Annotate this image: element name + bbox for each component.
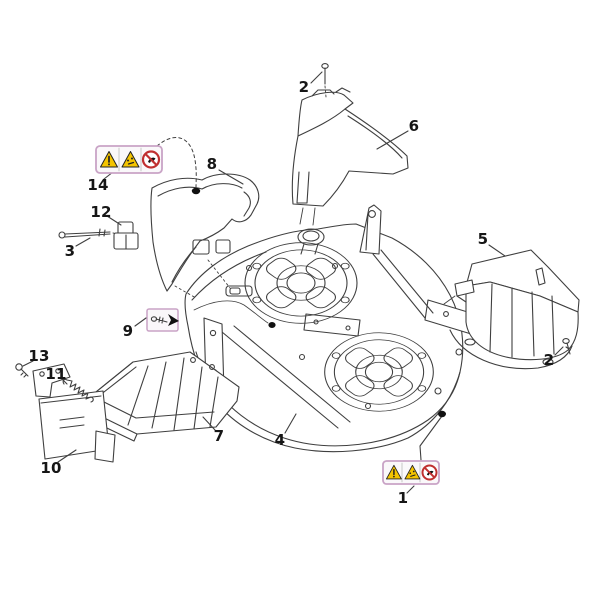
part-13-screw bbox=[15, 363, 29, 378]
callout-12[interactable]: 12 bbox=[90, 203, 112, 221]
do-not-reach-prohibition-icon bbox=[141, 150, 161, 169]
warning-sticker-bottom bbox=[382, 460, 440, 485]
callout-9[interactable]: 9 bbox=[122, 322, 134, 340]
callout-5[interactable]: 5 bbox=[477, 230, 489, 248]
thrown-objects-warning-triangle-icon bbox=[121, 150, 140, 168]
part-9-detail-box bbox=[146, 300, 269, 332]
callout-11[interactable]: 11 bbox=[45, 365, 67, 383]
part-12-clip bbox=[113, 221, 139, 250]
screw-2-right bbox=[562, 338, 571, 355]
callout-3[interactable]: 3 bbox=[64, 242, 76, 260]
callout-8[interactable]: 8 bbox=[206, 155, 218, 173]
part-6-cover bbox=[291, 87, 409, 226]
callout-13[interactable]: 13 bbox=[28, 347, 50, 365]
callout-7[interactable]: 7 bbox=[213, 427, 225, 445]
sticker-location-dot-bottom bbox=[438, 410, 446, 418]
do-not-reach-prohibition-icon bbox=[421, 464, 438, 481]
general-warning-triangle-icon bbox=[385, 464, 402, 480]
sticker-location-dot-top bbox=[191, 187, 201, 195]
callout-2-top[interactable]: 2 bbox=[298, 78, 310, 96]
part-4-deck bbox=[184, 204, 573, 453]
callout-14[interactable]: 14 bbox=[87, 176, 109, 194]
general-warning-triangle-icon bbox=[99, 150, 119, 168]
callout-10[interactable]: 10 bbox=[40, 459, 62, 477]
part-8-deflector bbox=[150, 173, 260, 299]
warning-sticker-top bbox=[95, 145, 163, 174]
callout-4[interactable]: 4 bbox=[274, 431, 286, 449]
callout-1[interactable]: 1 bbox=[397, 489, 409, 507]
thrown-objects-warning-triangle-icon bbox=[404, 464, 421, 480]
screw-2-top bbox=[321, 63, 329, 98]
callout-leader-lines bbox=[22, 71, 564, 494]
callout-2-right[interactable]: 2 bbox=[543, 351, 555, 369]
callout-6[interactable]: 6 bbox=[408, 117, 420, 135]
part-5-cover bbox=[443, 249, 580, 361]
part-10-bracket bbox=[32, 363, 116, 463]
